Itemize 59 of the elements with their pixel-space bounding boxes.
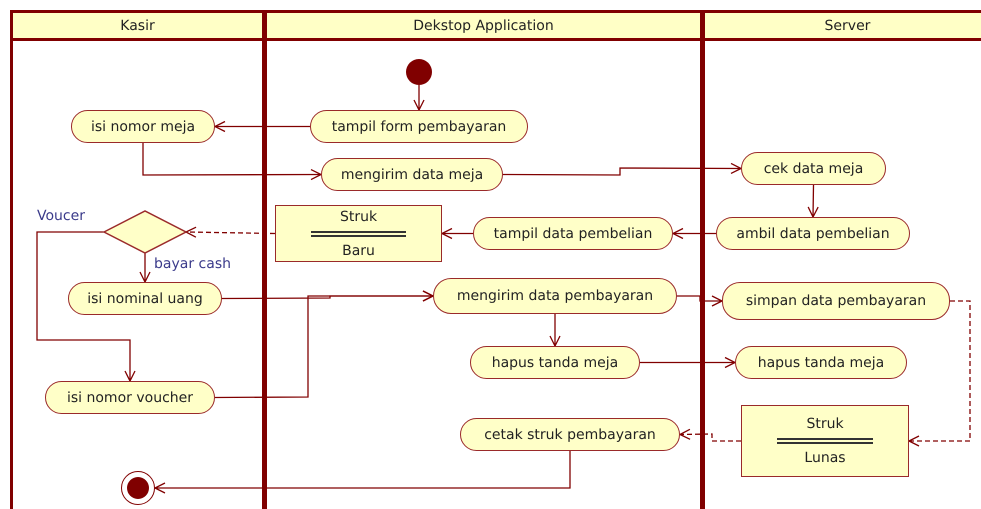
- control-flow-arrow: [677, 295, 723, 307]
- activity-node: [321, 158, 503, 191]
- control-flow-arrow: [142, 143, 322, 180]
- activity-label: hapus tanda meja: [758, 354, 884, 370]
- activity-label: cetak struk pembayaran: [484, 426, 656, 442]
- swimlane: [700, 10, 981, 509]
- object-flow-arrow: [908, 300, 971, 447]
- object-node: [275, 205, 442, 262]
- control-flow-arrow: [139, 253, 151, 283]
- activity-label: tampil form pembayaran: [332, 118, 506, 134]
- activity-node: [71, 110, 215, 143]
- activity-label: isi nomor voucher: [66, 390, 194, 406]
- activity-label: mengirim data pembayaran: [456, 288, 654, 304]
- object-flow-arrow: [185, 226, 276, 238]
- activity-label: isi nomor meja: [90, 118, 196, 134]
- control-flow-arrow: [808, 184, 819, 218]
- activity-node: [716, 217, 910, 250]
- activity-node: [735, 346, 907, 379]
- control-flow-arrow: [36, 231, 136, 382]
- activity-node: [741, 152, 886, 185]
- activity-node: [473, 217, 673, 250]
- activity-node: [470, 346, 640, 379]
- object-name: Struk: [338, 208, 378, 224]
- activity-label: ambil data pembelian: [736, 226, 890, 242]
- control-flow-arrow: [154, 451, 571, 494]
- object-state: Lunas: [803, 450, 847, 466]
- activity-label: tampil data pembelian: [494, 226, 652, 242]
- decision-diamond: [104, 211, 186, 253]
- object-state: Baru: [341, 242, 376, 258]
- control-flow-arrow: [503, 162, 742, 176]
- control-flow-arrow: [441, 228, 473, 240]
- swimlane: [262, 10, 700, 509]
- object-node: [741, 405, 909, 477]
- control-flow-arrow: [549, 314, 561, 347]
- lane-header: Dekstop Application: [267, 13, 700, 41]
- activity-label: mengirim data meja: [340, 166, 484, 182]
- activity-node: [460, 418, 680, 451]
- object-flow-arrow: [679, 428, 741, 442]
- swimlane: [10, 10, 262, 509]
- guard-label: bayar cash: [153, 256, 232, 272]
- lane-header: Kasir: [13, 13, 262, 41]
- lane-header: Server: [705, 13, 981, 41]
- control-flow-arrow: [215, 290, 434, 398]
- activity-label: hapus tanda meja: [492, 354, 618, 370]
- activity-label: cek data meja: [764, 160, 864, 176]
- activity-node: [68, 282, 222, 315]
- activity-node: [310, 110, 528, 143]
- control-flow-arrow: [672, 228, 716, 240]
- activity-label: isi nominal uang: [87, 290, 203, 306]
- object-name: Struk: [805, 416, 845, 432]
- control-flow-arrow: [640, 356, 736, 368]
- activity-label: simpan data pembayaran: [746, 293, 926, 309]
- activity-node: [433, 278, 677, 314]
- control-flow-arrow: [413, 85, 425, 111]
- control-flow-arrow: [214, 120, 310, 132]
- activity-node: [45, 381, 215, 414]
- initial-node: [406, 59, 432, 85]
- activity-node: [722, 282, 950, 320]
- final-node: [121, 471, 155, 505]
